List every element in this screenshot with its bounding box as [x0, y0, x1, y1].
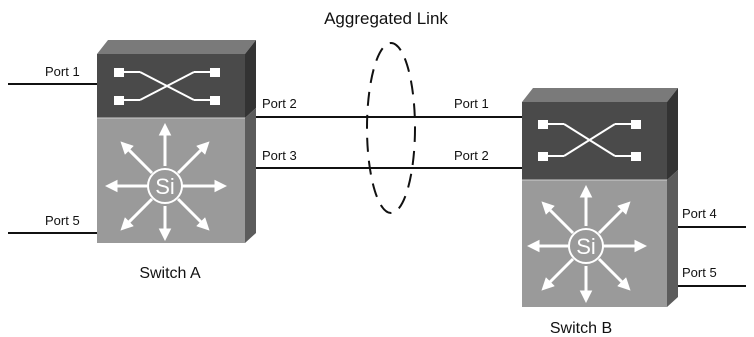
switch-a-port1-label: Port 1 [45, 64, 80, 79]
switch-a-port2-label: Port 2 [262, 96, 297, 111]
switch-b-port1-label: Port 1 [454, 96, 489, 111]
switch-a-logo: Si [155, 174, 175, 199]
multilayer-switch-icon [104, 122, 228, 242]
switch-b-port2-label: Port 2 [454, 148, 489, 163]
switch-b-logo: Si [576, 234, 596, 259]
switch-b-name: Switch B [550, 320, 612, 337]
switch-a-name: Switch A [139, 265, 201, 282]
crossbar-icon [538, 120, 641, 161]
crossbar-icon [114, 68, 220, 105]
switch-a: Si [97, 40, 256, 243]
switch-b-port5-label: Port 5 [682, 265, 717, 280]
diagram-title: Aggregated Link [324, 9, 448, 28]
switch-a-port5-label: Port 5 [45, 213, 80, 228]
switch-a-port3-label: Port 3 [262, 148, 297, 163]
multilayer-switch-icon [526, 184, 648, 304]
switch-b: Si [522, 88, 678, 307]
switch-b-port4-label: Port 4 [682, 206, 717, 221]
aggregation-ellipse [366, 42, 416, 214]
